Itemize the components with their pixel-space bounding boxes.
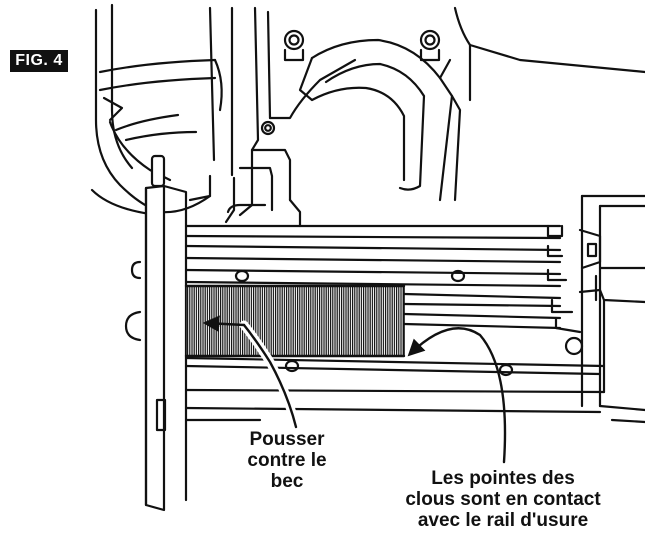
nail-points-arrow <box>407 327 507 464</box>
callout-line: Pousser <box>249 429 325 450</box>
figure-label: FIG. 4 <box>10 50 68 72</box>
push-arrow <box>202 315 246 333</box>
push-against-nose-callout: Pousser contre le bec <box>232 429 342 492</box>
motor-housing <box>90 3 234 216</box>
callout-line: avec le rail d'usure <box>417 510 589 531</box>
magazine-rails <box>184 224 606 422</box>
upper-body <box>158 6 645 228</box>
nail-points-callout: Les pointes des clous sont en contact av… <box>368 468 638 531</box>
nose-plate <box>124 154 188 512</box>
callout-line: Les pointes des <box>431 468 575 489</box>
callout-line: clous sont en contact <box>405 489 601 510</box>
nail-strip <box>185 285 405 357</box>
push-arrow-shaft-ink <box>242 323 298 429</box>
pusher-housing <box>578 194 645 424</box>
callout-line: contre le <box>247 450 327 471</box>
callout-line: bec <box>270 471 304 492</box>
